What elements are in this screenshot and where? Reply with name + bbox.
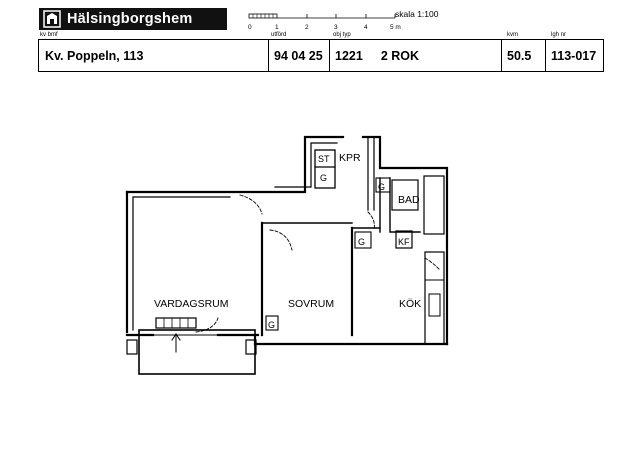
object-type: 1221: [335, 48, 363, 63]
label-kvm: kvm: [507, 32, 518, 38]
scale-tick-1: 1: [275, 24, 279, 31]
kv-bmf-label: kv bmf: [40, 32, 58, 38]
wall-top-left: [125, 135, 345, 194]
mark-kf: KF: [398, 237, 410, 247]
kitchen-g-box: [354, 231, 372, 249]
object-cell: 1221 2 ROK: [330, 40, 502, 71]
apartment-number: 113-017: [551, 48, 597, 63]
room-label-kitchen: KÖK: [399, 298, 421, 310]
company-emblem-icon: [43, 10, 61, 28]
label-lghnr: lgh nr: [551, 32, 567, 38]
wall-inner-top: [274, 142, 338, 188]
company-name: Hälsingborgshem: [67, 11, 193, 27]
mark-g-bath: G: [378, 182, 385, 192]
balcony: [138, 329, 256, 375]
door-swing-balcony: [195, 317, 219, 333]
bedroom-g-box: [265, 315, 279, 331]
scale-tick-5: 5 m: [390, 24, 401, 31]
wall-hall: [367, 136, 375, 211]
scale-tick-2: 2: [305, 24, 309, 31]
scale-tick-0: 0: [248, 24, 252, 31]
mark-g-kitchen: G: [358, 237, 365, 247]
mark-g-closet: G: [320, 173, 327, 183]
kf-box: [395, 230, 413, 249]
door-swing-pantry: [424, 257, 441, 271]
mark-st: ST: [318, 154, 330, 164]
scale-label: skala 1:100: [395, 9, 439, 19]
mark-g-bedroom: G: [268, 320, 275, 330]
info-box: Kv. Poppeln, 113 94 04 25 1221 2 ROK 50.…: [38, 39, 604, 72]
label-utford: utförd: [271, 32, 287, 38]
window-frame: [155, 317, 197, 329]
door-swing-bedroom: [269, 229, 293, 251]
room-count: 2 ROK: [380, 48, 420, 63]
entry-arrow-icon: [171, 333, 181, 353]
scale-bar: 0 1 2 3 4 5 m: [248, 13, 401, 31]
date-value: 94 04 25: [269, 40, 330, 71]
wall-inner-left: [132, 196, 231, 331]
room-label-living: VARDAGSRUM: [154, 298, 228, 310]
stove: [428, 293, 441, 317]
kitchen-counter: [424, 251, 445, 345]
area-value: 50.5: [502, 40, 546, 71]
bathtub: [391, 179, 419, 211]
bath-fixture: [423, 175, 445, 235]
property-name: Kv. Poppeln, 113: [39, 40, 269, 71]
room-label-kpr: KPR: [339, 152, 361, 164]
scale-tick-3: 3: [334, 24, 338, 31]
wardrobe-box: [314, 149, 336, 189]
room-label-bedroom: SOVRUM: [288, 298, 334, 310]
scale-tick-4: 4: [364, 24, 368, 31]
door-swing-kitchen: [367, 211, 375, 231]
bath-g-box: [375, 177, 391, 193]
room-label-bath: BAD: [398, 194, 420, 206]
company-logo: Hälsingborgshem: [39, 8, 227, 30]
door-swing-living: [239, 194, 263, 215]
label-objtyp: obj typ: [333, 32, 351, 38]
